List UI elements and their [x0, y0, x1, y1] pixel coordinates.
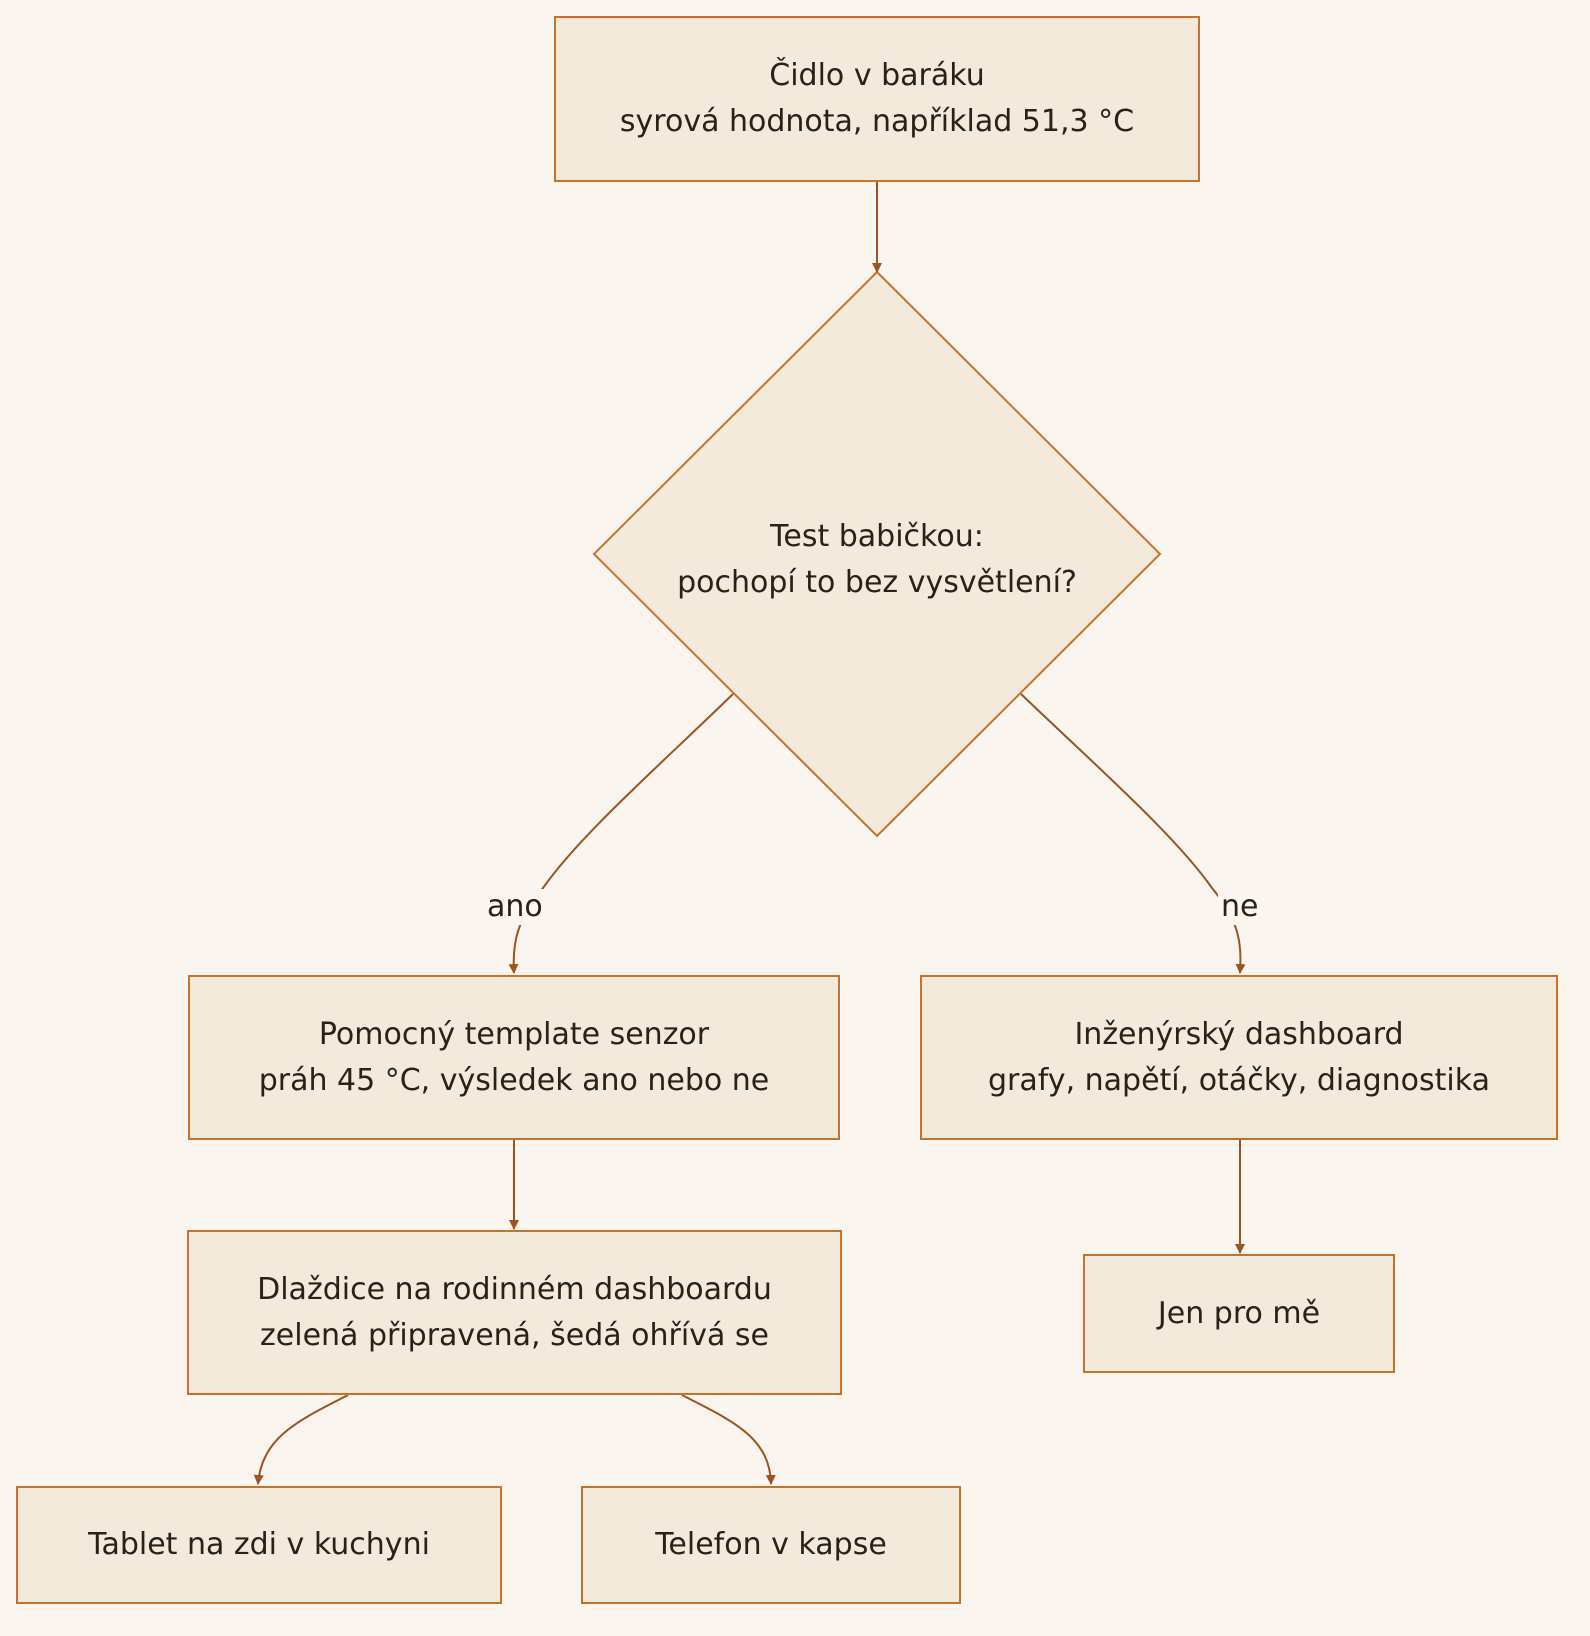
- engineering-dashboard-node: Inženýrský dashboard grafy, napětí, otáč…: [920, 975, 1558, 1140]
- only-me-node: Jen pro mě: [1083, 1254, 1395, 1373]
- tile-title: Dlaždice na rodinném dashboardu: [257, 1271, 772, 1307]
- branch-yes-label: ano: [484, 889, 546, 925]
- tile-subtitle: zelená připravená, šedá ohřívá se: [260, 1317, 769, 1353]
- only-me-label: Jen pro mě: [1157, 1295, 1321, 1331]
- helper-sensor-node: Pomocný template senzor práh 45 °C, výsl…: [188, 975, 840, 1140]
- branch-no-label: ne: [1218, 889, 1262, 925]
- decision-subtitle: pochopí to bez vysvětlení?: [677, 565, 1077, 600]
- decision-diamond: [592, 270, 1162, 838]
- sensor-title: Čidlo v baráku: [769, 58, 985, 93]
- edge-tile-to-phone: [681, 1394, 776, 1485]
- phone-label: Telefon v kapse: [655, 1527, 887, 1562]
- edge-decision-to-engineering: [1020, 693, 1246, 974]
- edge-decision-to-helper: [508, 693, 734, 974]
- sensor-subtitle: syrová hodnota, například 51,3 °C: [619, 104, 1135, 139]
- edge-tile-to-tablet: [253, 1394, 349, 1485]
- decision-title: Test babičkou:: [770, 519, 984, 554]
- engineering-title: Inženýrský dashboard: [1074, 1016, 1404, 1052]
- helper-subtitle: práh 45 °C, výsledek ano nebo ne: [258, 1062, 770, 1098]
- sensor-node: Čidlo v baráku syrová hodnota, například…: [554, 16, 1200, 182]
- helper-title: Pomocný template senzor: [318, 1016, 710, 1052]
- family-tile-node: Dlaždice na rodinném dashboardu zelená p…: [187, 1230, 842, 1395]
- tablet-label: Tablet na zdi v kuchyni: [88, 1527, 430, 1562]
- tablet-node: Tablet na zdi v kuchyni: [16, 1486, 502, 1604]
- phone-node: Telefon v kapse: [581, 1486, 961, 1604]
- engineering-subtitle: grafy, napětí, otáčky, diagnostika: [988, 1062, 1490, 1098]
- decision-label: Test babičkou: pochopí to bez vysvětlení…: [594, 505, 1160, 615]
